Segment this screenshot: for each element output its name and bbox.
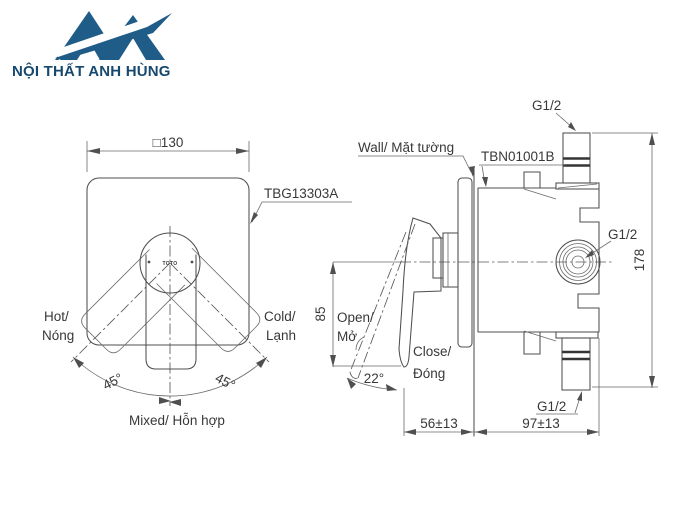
front-hot-label-1: Hot/: [44, 309, 69, 324]
bottom-pipe-flange: [555, 331, 599, 339]
open-label-2: Mở: [337, 329, 357, 344]
front-plate: [86, 177, 250, 346]
wall-label: Wall/ Mặt tường: [358, 140, 454, 155]
front-hot-label-2: Nóng: [42, 328, 74, 343]
front-view-diagram: □130 TBG13303A TOTO: [42, 135, 352, 428]
open-angle-label: 22°: [364, 371, 384, 386]
side-model-label: TBN01001B: [481, 149, 555, 164]
escutcheon-side: [457, 177, 473, 348]
bottom-pipe: [561, 337, 591, 391]
valve-body: [477, 187, 600, 333]
company-name: NỘI THẤT ANH HÙNG: [12, 63, 171, 80]
company-logo: NỘI THẤT ANH HÙNG: [12, 8, 187, 80]
handle-lever: [145, 254, 197, 370]
close-label-2: Đóng: [413, 366, 445, 381]
front-width-dim: □130: [153, 135, 184, 150]
logo-graphic: [55, 11, 172, 60]
body-depth-dim: 97±13: [522, 416, 559, 431]
lever-position-left: [81, 249, 186, 354]
brand-mark: TOTO: [163, 261, 178, 267]
lever-height-dim: 85: [313, 306, 328, 321]
handle-depth-dim: 56±13: [420, 416, 457, 431]
close-label-1: Close/: [413, 344, 452, 359]
g12-bottom-label: G1/2: [537, 399, 566, 414]
height-dim: 178: [632, 249, 647, 272]
g12-top-label: G1/2: [532, 98, 561, 113]
front-cold-label-1: Cold/: [264, 309, 296, 324]
side-view-diagram: 22° 85 Open/ Mở Close/ Đóng 56±13 97±13 …: [313, 98, 658, 437]
lever-position-right: [156, 247, 261, 352]
front-model-label: TBG13303A: [264, 186, 338, 201]
open-label-1: Open/: [337, 310, 374, 325]
handle-side-closed: [398, 217, 442, 368]
g12-back-label: G1/2: [608, 227, 637, 242]
handle-cap: [139, 232, 201, 294]
front-cold-label-2: Lạnh: [266, 328, 296, 343]
handle-side-open: [349, 223, 416, 379]
front-angle-left: 45°: [100, 370, 125, 393]
front-angle-right: 45°: [213, 370, 238, 393]
front-mixed-label: Mixed/ Hỗn hợp: [129, 413, 225, 428]
handle-stem: [442, 232, 459, 288]
